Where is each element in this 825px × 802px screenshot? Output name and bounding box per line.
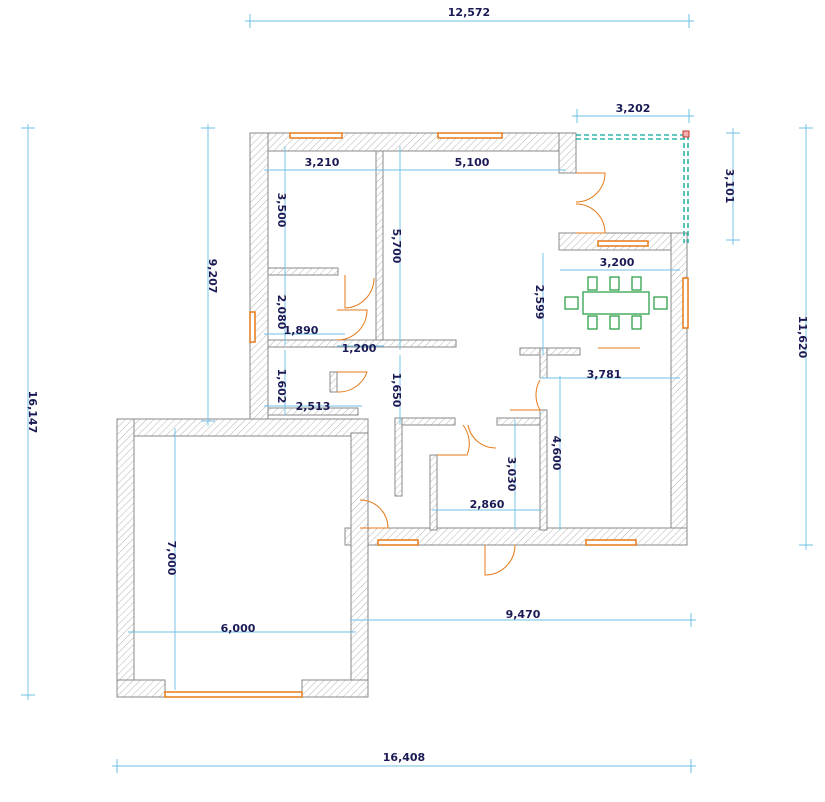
dim-garage-width: 6,000 (221, 622, 256, 635)
dimension-lines (21, 14, 813, 773)
dining-table (564, 276, 668, 330)
windows (164, 132, 689, 698)
dim-overall-bottom: 16,408 (383, 751, 425, 764)
dim-storage-width: 2,860 (470, 498, 505, 511)
chair (631, 276, 642, 291)
dim-bedroom-se-width: 3,781 (587, 368, 622, 381)
wall-int-12 (329, 371, 338, 393)
dim-lower-right: 9,470 (506, 608, 541, 621)
wall-int-1 (375, 150, 384, 344)
garage-wall-north (116, 418, 369, 437)
door-bath (344, 275, 375, 309)
wall-int-9 (394, 417, 403, 497)
table-top (582, 291, 650, 315)
wall-int-11 (496, 417, 541, 426)
garage-wall-west (116, 418, 135, 698)
dim-terrace-depth: 3,101 (723, 169, 736, 204)
door-garage (359, 499, 389, 529)
door-storage (437, 424, 470, 456)
door-storage-b (467, 424, 497, 449)
dim-living-depth: 5,700 (390, 229, 403, 264)
terrace-corner-marker (682, 130, 690, 138)
chair (631, 315, 642, 330)
window-south-right (585, 539, 637, 546)
wall-int-4 (519, 347, 581, 356)
window-bath-west (249, 311, 256, 343)
dim-upper-left: 9,207 (206, 259, 219, 294)
garage-wall-east (350, 432, 369, 698)
dim-bath-width: 1,890 (284, 324, 319, 337)
door-terrace-lower (575, 203, 606, 234)
dim-bath-depth: 2,080 (275, 295, 288, 330)
garage-door (164, 691, 303, 698)
chair (587, 276, 598, 291)
dim-garage-depth: 7,000 (165, 541, 178, 576)
dim-toilet-depth: 1,602 (275, 369, 288, 404)
wall-int-5 (539, 347, 548, 379)
wall-int-10 (429, 454, 438, 531)
dim-terrace-width: 3,202 (616, 102, 651, 115)
chair (609, 276, 620, 291)
garage-wall-south-right (301, 679, 369, 698)
dim-living-width: 5,100 (455, 156, 490, 169)
wall-int-2 (267, 267, 339, 276)
chair (587, 315, 598, 330)
door-entrance (484, 544, 516, 576)
chair (609, 315, 620, 330)
dim-dining-width: 3,200 (600, 256, 635, 269)
door-toilet (336, 371, 368, 393)
wall-int-8 (394, 417, 456, 426)
chair (564, 296, 579, 310)
dim-dining-depth: 2,599 (533, 285, 546, 320)
doors (336, 172, 606, 576)
window-north (437, 132, 503, 139)
dim-storage-depth: 3,030 (505, 457, 518, 492)
door-terrace-upper (575, 172, 606, 203)
dim-room-nw-width: 3,210 (305, 156, 340, 169)
window-south-left (377, 539, 419, 546)
walls (116, 132, 688, 698)
wall-north-east-stub (558, 132, 577, 174)
garage-wall-south-left (116, 679, 166, 698)
wall-west-upper (249, 132, 269, 434)
chair (653, 296, 668, 310)
door-bedroom (510, 379, 541, 411)
terrace (576, 130, 690, 243)
dim-corridor-width: 1,200 (342, 342, 377, 355)
window-nw (289, 132, 343, 139)
dim-toilet-width: 2,513 (296, 400, 331, 413)
dim-overall-top: 12,572 (448, 6, 490, 19)
wall-int-3 (267, 339, 457, 348)
dimension-labels: 12,572 16,408 3,202 3,210 5,100 3,200 1,… (26, 6, 809, 764)
dim-bedroom-se-depth: 4,600 (550, 436, 563, 471)
wall-int-7 (267, 407, 359, 416)
dim-room-nw-depth: 3,500 (275, 193, 288, 228)
window-dining-east (682, 277, 689, 329)
wall-int-6 (539, 409, 548, 531)
dim-hall-depth: 1,650 (390, 373, 403, 408)
window-dining-north (597, 240, 649, 247)
door-bath-inner (336, 309, 368, 341)
dim-overall-left: 16,147 (26, 391, 39, 433)
dim-overall-right: 11,620 (796, 316, 809, 359)
